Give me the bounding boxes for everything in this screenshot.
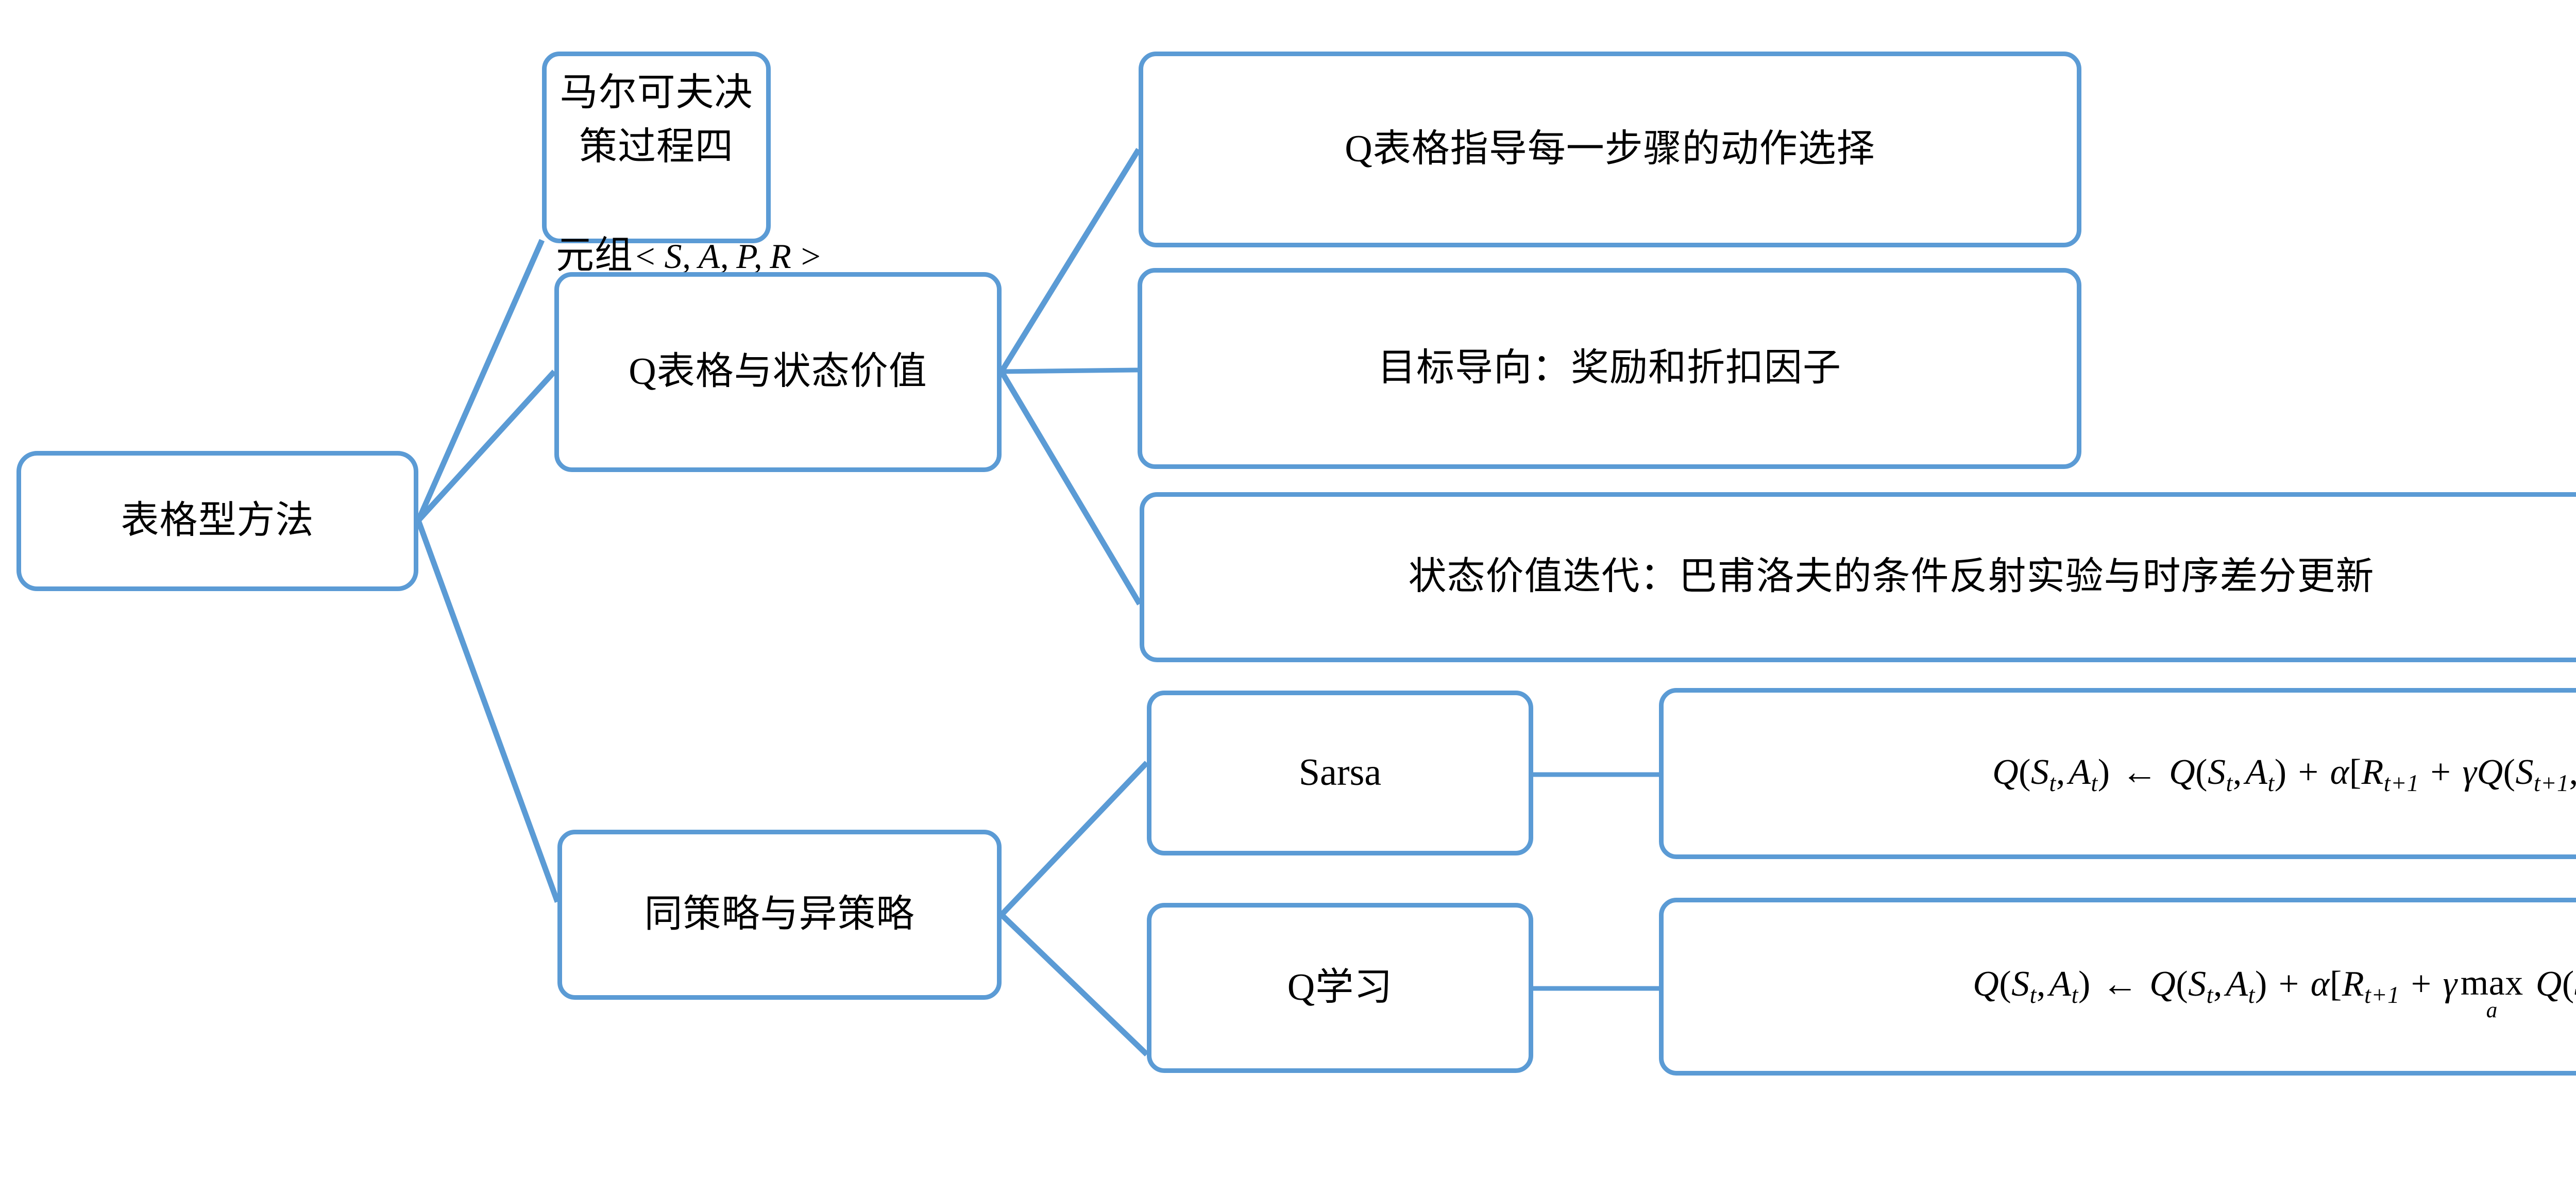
node-goal-label: 目标导向：奖励和折扣因子 bbox=[1378, 347, 1841, 390]
node-root-label: 表格型方法 bbox=[121, 499, 314, 542]
edge-root-to-qtable bbox=[416, 370, 557, 523]
edge-qtable-to-value-iter bbox=[999, 370, 1142, 606]
node-q-action[interactable]: Q表格指导每一步骤的动作选择 bbox=[1139, 52, 2081, 247]
node-qlearning-label: Q学习 bbox=[1287, 966, 1393, 1009]
node-value-iteration[interactable]: 状态价值迭代：巴甫洛夫的条件反射实验与时序差分更新 bbox=[1140, 492, 2576, 662]
edge-qtable-to-goal bbox=[1001, 367, 1138, 374]
node-value-iteration-label: 状态价值迭代：巴甫洛夫的条件反射实验与时序差分更新 bbox=[1408, 556, 2375, 598]
edge-policy-to-sarsa bbox=[999, 761, 1149, 917]
node-policy-label: 同策略与异策略 bbox=[644, 893, 915, 936]
edge-root-to-policy bbox=[415, 519, 561, 903]
node-goal[interactable]: 目标导向：奖励和折扣因子 bbox=[1138, 268, 2081, 469]
node-formula-sarsa[interactable]: Q(St, At) ← Q(St, At) + α[Rt+1 + γQ(St+1… bbox=[1659, 688, 2576, 859]
node-sarsa-label: Sarsa bbox=[1298, 751, 1382, 794]
node-q-action-label: Q表格指导每一步骤的动作选择 bbox=[1345, 128, 1875, 171]
node-qlearning[interactable]: Q学习 bbox=[1147, 903, 1533, 1073]
formula-sarsa-expression: Q(St, At) ← Q(St, At) + α[Rt+1 + γQ(St+1… bbox=[1992, 752, 2576, 797]
node-qtable[interactable]: Q表格与状态价值 bbox=[554, 272, 1002, 472]
node-mdp-line1: 马尔可夫决策过程四 bbox=[560, 72, 753, 169]
node-mdp[interactable]: 马尔可夫决策过程四 元组< S, A, P, R > bbox=[542, 52, 822, 277]
edge-policy-to-qlearning bbox=[999, 913, 1149, 1056]
node-root[interactable]: 表格型方法 bbox=[16, 451, 418, 591]
node-mdp-label: 马尔可夫决策过程四 元组< S, A, P, R > bbox=[556, 12, 822, 282]
node-policy[interactable]: 同策略与异策略 bbox=[557, 830, 1002, 1000]
node-sarsa[interactable]: Sarsa bbox=[1147, 691, 1533, 855]
node-qtable-label: Q表格与状态价值 bbox=[629, 350, 927, 393]
node-mdp-line2: 元组< S, A, P, R > bbox=[556, 234, 823, 277]
edge-qtable-to-q-action bbox=[999, 148, 1141, 373]
edge-root-to-mdp bbox=[415, 239, 545, 522]
